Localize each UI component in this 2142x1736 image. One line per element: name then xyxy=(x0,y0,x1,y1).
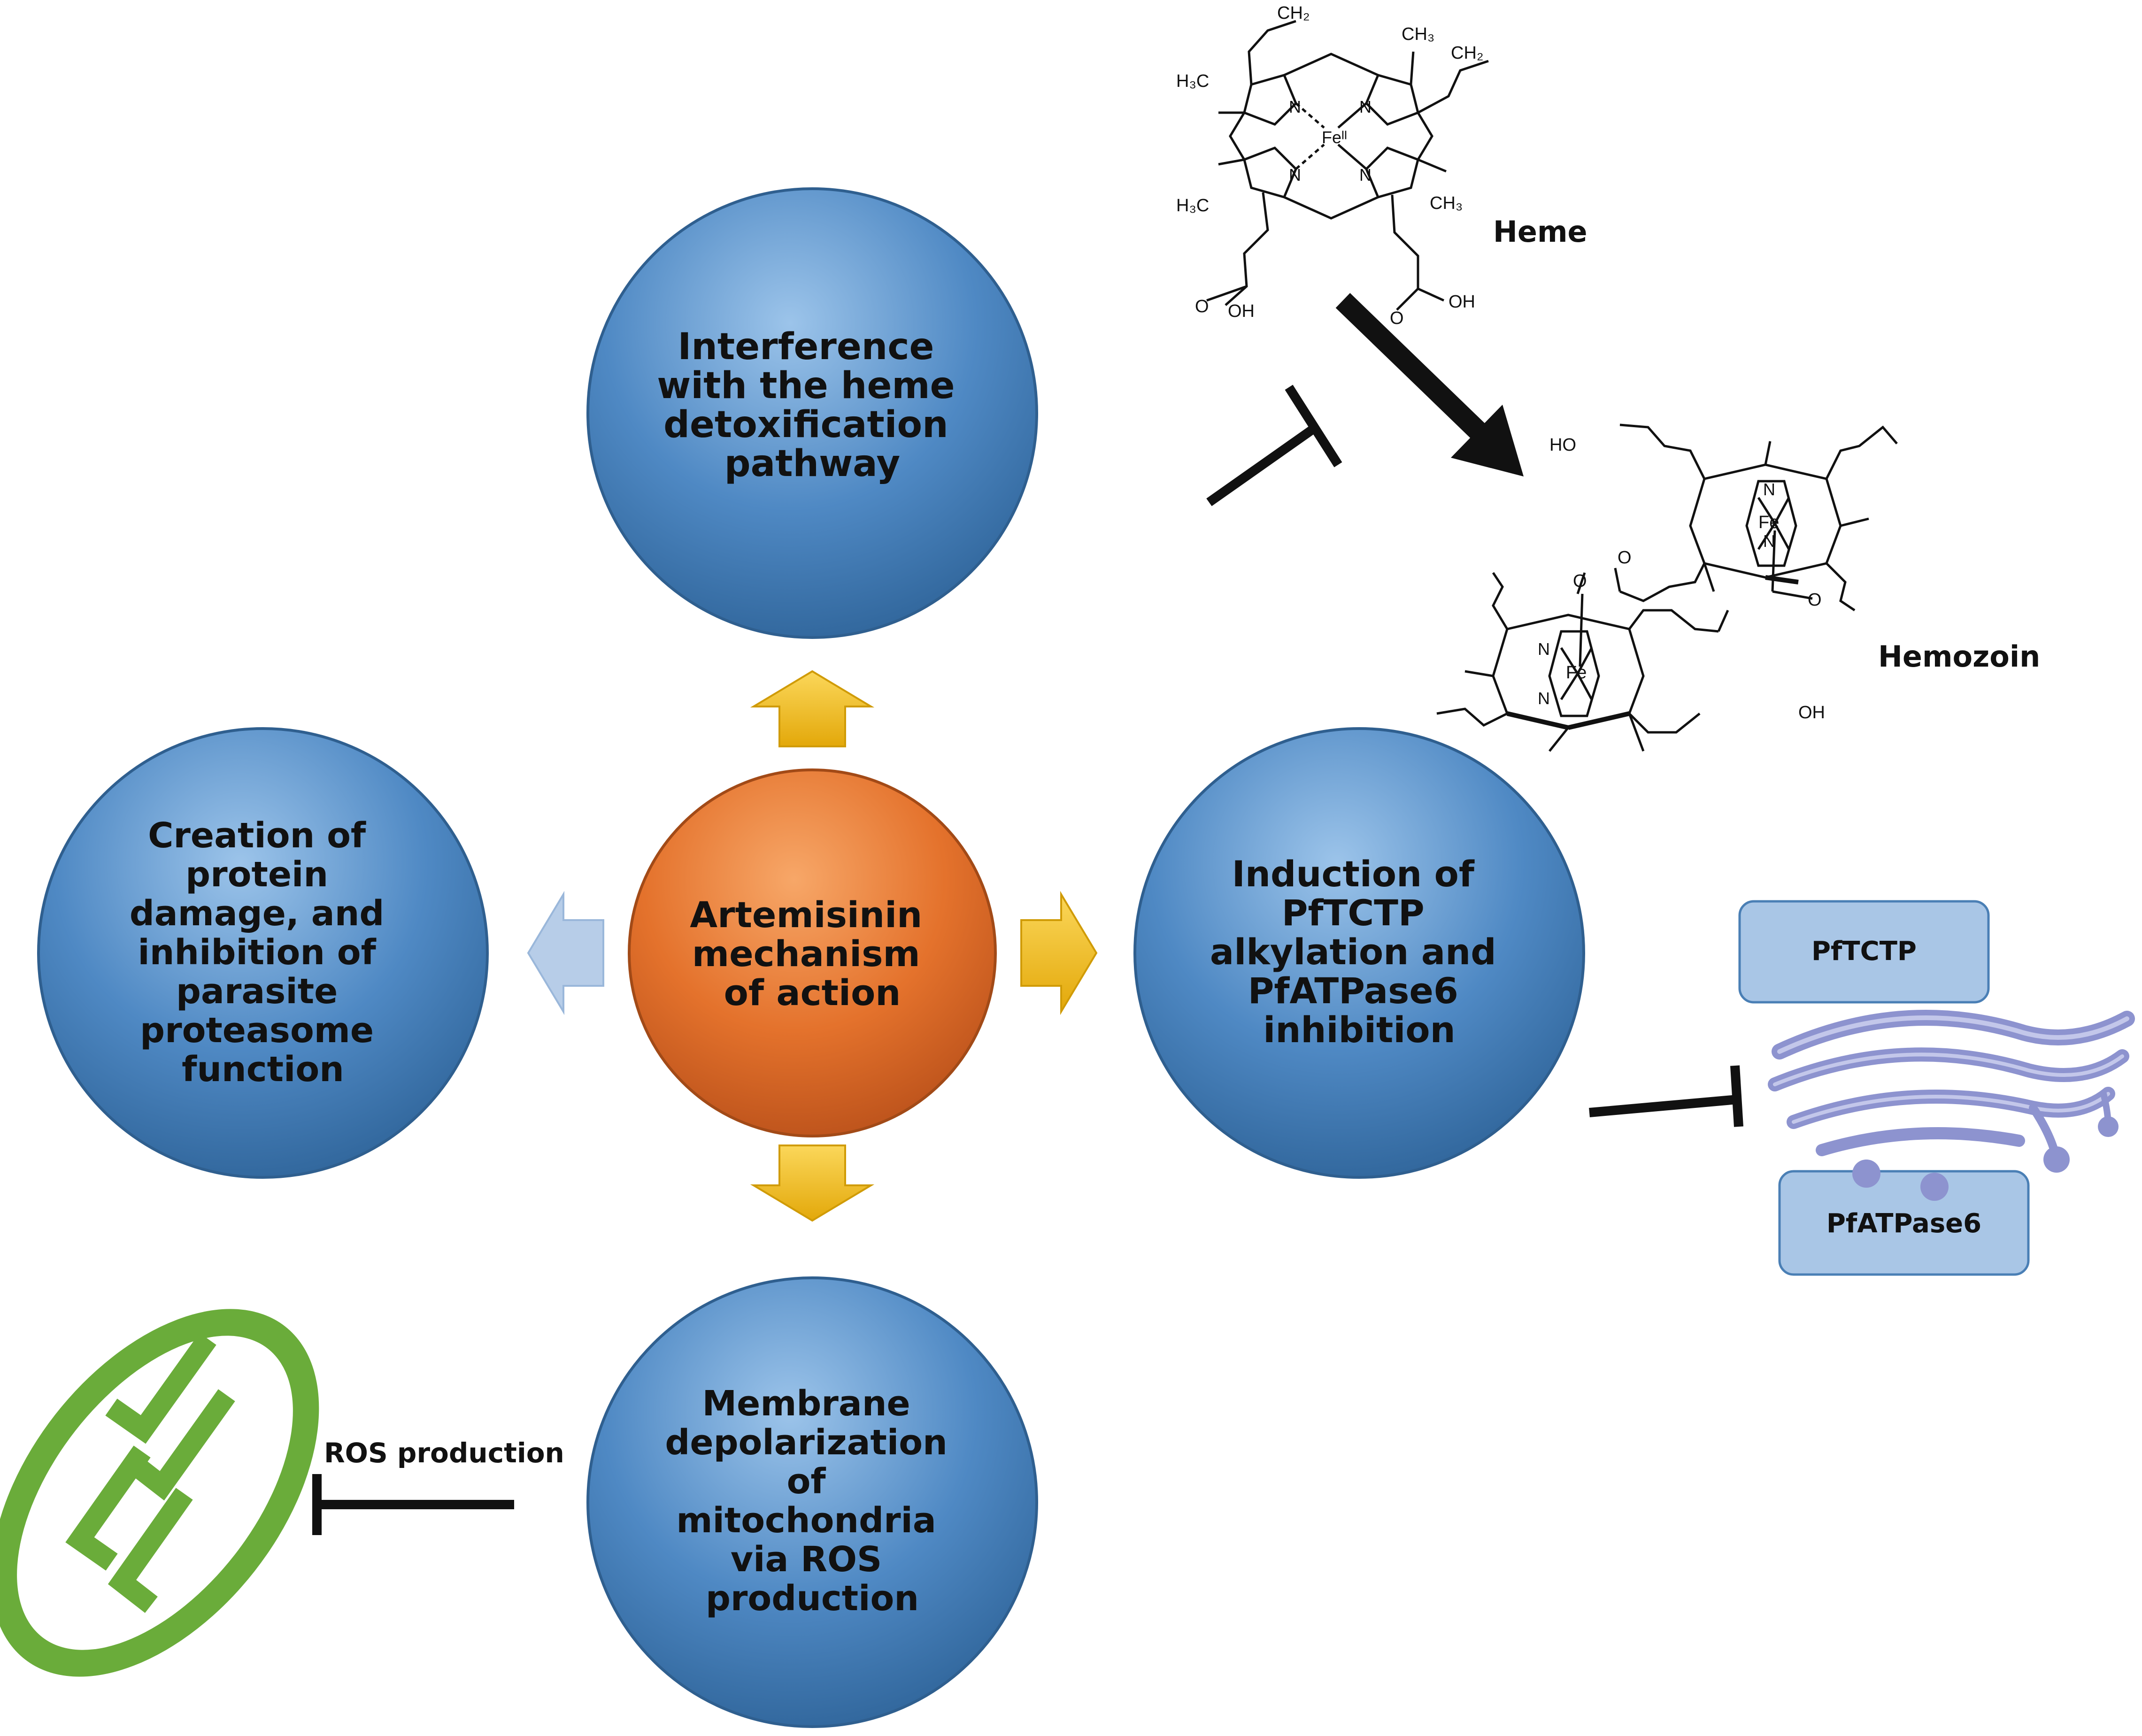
svg-text:Fe: Fe xyxy=(1758,513,1779,532)
down-arrow xyxy=(750,1145,875,1222)
svg-text:N: N xyxy=(1763,480,1775,499)
svg-text:CH₃: CH₃ xyxy=(1402,24,1434,44)
top-node-text: Interference with the heme detoxificatio… xyxy=(657,326,967,485)
ros-production-label: ROS production xyxy=(324,1437,564,1469)
left-node: Creation of protein damage, and inhibiti… xyxy=(37,727,489,1179)
svg-text:CH₃: CH₃ xyxy=(1430,193,1463,213)
heme-label: Heme xyxy=(1493,215,1587,249)
pftctp-box: PfTCTP xyxy=(1738,900,1990,1004)
svg-text:CH₂: CH₂ xyxy=(1277,3,1310,23)
heme-atom-labels: CH₂ CH₃ CH₂ H₃C H₃C CH₃ Feᴵᴵ N N N N O O… xyxy=(1176,3,1484,328)
pfatpase6-box: PfATPase6 xyxy=(1778,1160,2030,1276)
right-node: Induction of PfTCTP alkylation and PfATP… xyxy=(1133,727,1585,1179)
svg-text:N: N xyxy=(1538,689,1550,708)
svg-text:H₃C: H₃C xyxy=(1176,71,1209,91)
svg-text:N: N xyxy=(1359,97,1371,116)
left-arrow xyxy=(527,891,604,1015)
top-node: Interference with the heme detoxificatio… xyxy=(586,187,1038,639)
svg-text:N: N xyxy=(1538,639,1550,659)
svg-text:H₃C: H₃C xyxy=(1176,196,1209,215)
center-node-text: Artemisinin mechanism of action xyxy=(690,894,934,1014)
heme-inhibition-line xyxy=(1206,384,1342,507)
ros-inhibition-line xyxy=(312,1474,514,1535)
svg-text:O: O xyxy=(1618,548,1632,568)
svg-text:O: O xyxy=(1195,297,1209,316)
right-arrow xyxy=(1020,891,1098,1015)
left-node-text: Creation of protein damage, and inhibiti… xyxy=(130,815,396,1090)
bottom-node-text: Membrane depolarization of mitochondria … xyxy=(665,1383,959,1619)
svg-text:OH: OH xyxy=(1798,703,1825,722)
hemozoin-atom-labels: HO Fe N N O O O Fe N N OH xyxy=(1538,435,1825,722)
svg-text:O: O xyxy=(1573,571,1587,591)
up-arrow xyxy=(750,670,875,747)
bottom-node: Membrane depolarization of mitochondria … xyxy=(586,1276,1038,1728)
right-node-text: Induction of PfTCTP alkylation and PfATP… xyxy=(1210,853,1509,1051)
svg-text:N: N xyxy=(1359,165,1371,184)
svg-text:HO: HO xyxy=(1549,435,1576,455)
svg-text:O: O xyxy=(1808,590,1822,610)
mitochondrion-icon xyxy=(0,1309,319,1677)
hemozoin-structure xyxy=(1436,423,1898,752)
center-node: Artemisinin mechanism of action xyxy=(628,768,997,1137)
svg-text:Fe: Fe xyxy=(1566,663,1587,683)
svg-text:OH: OH xyxy=(1228,301,1255,321)
er-membrane-illustration xyxy=(1768,1010,2135,1173)
svg-text:Feᴵᴵ: Feᴵᴵ xyxy=(1322,128,1347,147)
svg-text:N: N xyxy=(1763,531,1775,551)
hemozoin-label: Hemozoin xyxy=(1878,639,2040,674)
svg-text:OH: OH xyxy=(1449,292,1475,312)
pfatpase6-label: PfATPase6 xyxy=(1826,1208,1981,1239)
svg-text:N: N xyxy=(1289,165,1301,184)
heme-to-hemozoin-arrow xyxy=(1335,293,1524,476)
er-inhibition-line xyxy=(1589,1065,1743,1127)
pftctp-label: PfTCTP xyxy=(1811,936,1917,967)
svg-text:O: O xyxy=(1390,308,1404,328)
svg-text:N: N xyxy=(1289,97,1301,116)
heme-structure xyxy=(1206,20,1489,311)
svg-text:CH₂: CH₂ xyxy=(1451,43,1484,63)
